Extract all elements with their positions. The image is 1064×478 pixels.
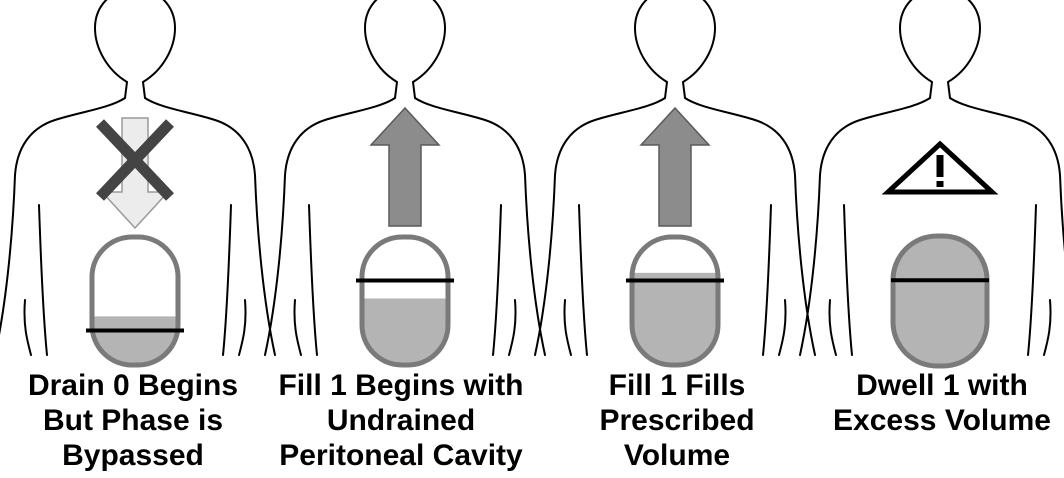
caption-line: Drain 0 Begins: [0, 368, 268, 403]
caption-drain-0: Drain 0 Begins But Phase is Bypassed: [0, 368, 268, 473]
caption-line: Prescribed: [542, 403, 812, 438]
caption-line: Undrained: [266, 403, 536, 438]
caption-line: Dwell 1 with: [807, 368, 1064, 403]
caption-line: Fill 1 Fills: [542, 368, 812, 403]
panel-2: [265, 0, 545, 367]
fill-arrow-icon: [371, 108, 439, 226]
caption-line: Fill 1 Begins with: [266, 368, 536, 403]
caption-fill-1-fills: Fill 1 Fills Prescribed Volume: [542, 368, 812, 473]
fill-arrow-icon: [641, 108, 709, 226]
caption-line: But Phase is: [0, 403, 268, 438]
caption-line: Peritoneal Cavity: [266, 438, 536, 473]
caption-line: Bypassed: [0, 438, 268, 473]
panel-1: [0, 0, 275, 367]
caption-dwell-1: Dwell 1 with Excess Volume: [807, 368, 1064, 438]
panel-3: [535, 0, 815, 367]
caption-line: Volume: [542, 438, 812, 473]
cavity-fluid: [92, 316, 178, 367]
caption-fill-1-begins: Fill 1 Begins with Undrained Peritoneal …: [266, 368, 536, 473]
panel-4: [800, 0, 1064, 368]
cavity-fluid: [893, 236, 987, 368]
caption-line: Excess Volume: [807, 403, 1064, 438]
warning-exclamation-dot: [937, 181, 944, 187]
warning-exclamation: [937, 155, 944, 177]
